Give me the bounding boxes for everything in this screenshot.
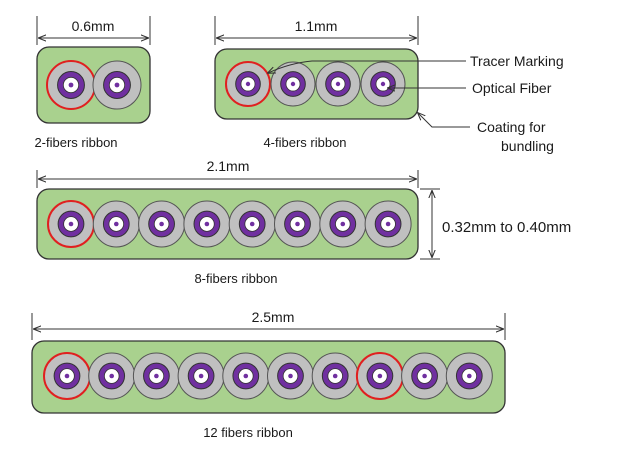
coating-label-line1: Coating for	[477, 119, 546, 135]
fiber-center	[68, 82, 74, 88]
optical-fiber	[360, 61, 406, 107]
fiber-center	[64, 373, 70, 379]
fiber-center	[245, 81, 251, 87]
ribbon-caption: 2-fibers ribbon	[34, 135, 117, 150]
coating-leader	[418, 113, 470, 128]
optical-fiber	[319, 200, 367, 248]
optical-fiber	[311, 352, 359, 400]
optical-fiber	[445, 352, 493, 400]
coating-label-line2: bundling	[501, 138, 554, 154]
optical-fiber	[177, 352, 225, 400]
fiber-center	[109, 373, 114, 379]
callouts: Tracer Marking Optical Fiber Coating for…	[268, 53, 564, 154]
fiber-center	[288, 373, 293, 379]
fiber-center	[159, 221, 164, 227]
optical-fiber	[270, 61, 316, 107]
fiber-center	[198, 373, 204, 379]
optical-fiber	[364, 200, 412, 248]
optical-fiber	[274, 200, 321, 248]
optical-fiber	[222, 352, 270, 400]
fiber-center	[295, 221, 300, 227]
optical-fiber	[315, 61, 361, 107]
dimension-label: 0.6mm	[72, 18, 115, 34]
optical-fiber	[88, 352, 136, 400]
tracer-fiber	[355, 352, 404, 400]
fiber-center	[332, 373, 338, 379]
optical-fiber	[267, 352, 314, 400]
optical-fiber-label: Optical Fiber	[472, 80, 552, 96]
fiber-center	[422, 373, 427, 379]
ribbon-caption: 4-fibers ribbon	[263, 135, 346, 150]
fiber-center	[467, 373, 472, 379]
optical-fiber	[228, 200, 276, 248]
tracer-fiber	[43, 352, 91, 400]
tracer-marking-label: Tracer Marking	[470, 53, 564, 69]
tracer-fiber	[46, 60, 96, 110]
ribbon-caption: 12 fibers ribbon	[203, 425, 293, 440]
dimension-label: 2.5mm	[252, 309, 295, 325]
fiber-group	[225, 61, 406, 107]
ribbon-2-fibers: 0.6mm 2-fibers ribbon	[34, 16, 151, 150]
fiber-center	[249, 221, 255, 227]
thickness-dimension: 0.32mm to 0.40mm	[420, 188, 571, 260]
thickness-label: 0.32mm to 0.40mm	[442, 219, 571, 236]
optical-fiber	[92, 60, 142, 110]
fiber-center	[290, 81, 296, 87]
fiber-center	[68, 221, 74, 227]
ribbon-4-fibers: 1.1mm 4-fibers ribbon	[214, 16, 419, 150]
optical-fiber	[132, 352, 180, 400]
ribbon-12-fibers: 2.5mm 12 fibers ribbon	[31, 309, 506, 440]
dimension-label: 1.1mm	[295, 18, 338, 34]
fiber-center	[114, 82, 120, 88]
fiber-center	[377, 373, 383, 379]
fiber-center	[114, 221, 119, 227]
fiber-center	[204, 221, 210, 227]
fiber-center	[154, 373, 159, 379]
tracer-fiber	[225, 61, 271, 107]
fiber-center	[335, 81, 341, 87]
fiber-center	[340, 221, 346, 227]
ribbon-8-fibers: 2.1mm 8-fibers ribbon	[36, 158, 419, 286]
fiber-center	[380, 81, 386, 87]
ribbon-caption: 8-fibers ribbon	[194, 271, 277, 286]
fiber-group	[43, 352, 493, 400]
tracer-leader	[268, 60, 466, 73]
fiber-group	[46, 60, 142, 110]
dimension-label: 2.1mm	[207, 158, 250, 174]
fiber-center	[243, 373, 249, 379]
optical-fiber	[92, 200, 140, 248]
fiber-group	[47, 200, 412, 248]
tracer-fiber	[47, 200, 95, 248]
optical-fiber	[138, 200, 186, 248]
optical-fiber	[183, 200, 231, 248]
optical-fiber	[401, 352, 449, 400]
fiber-center	[385, 221, 391, 227]
